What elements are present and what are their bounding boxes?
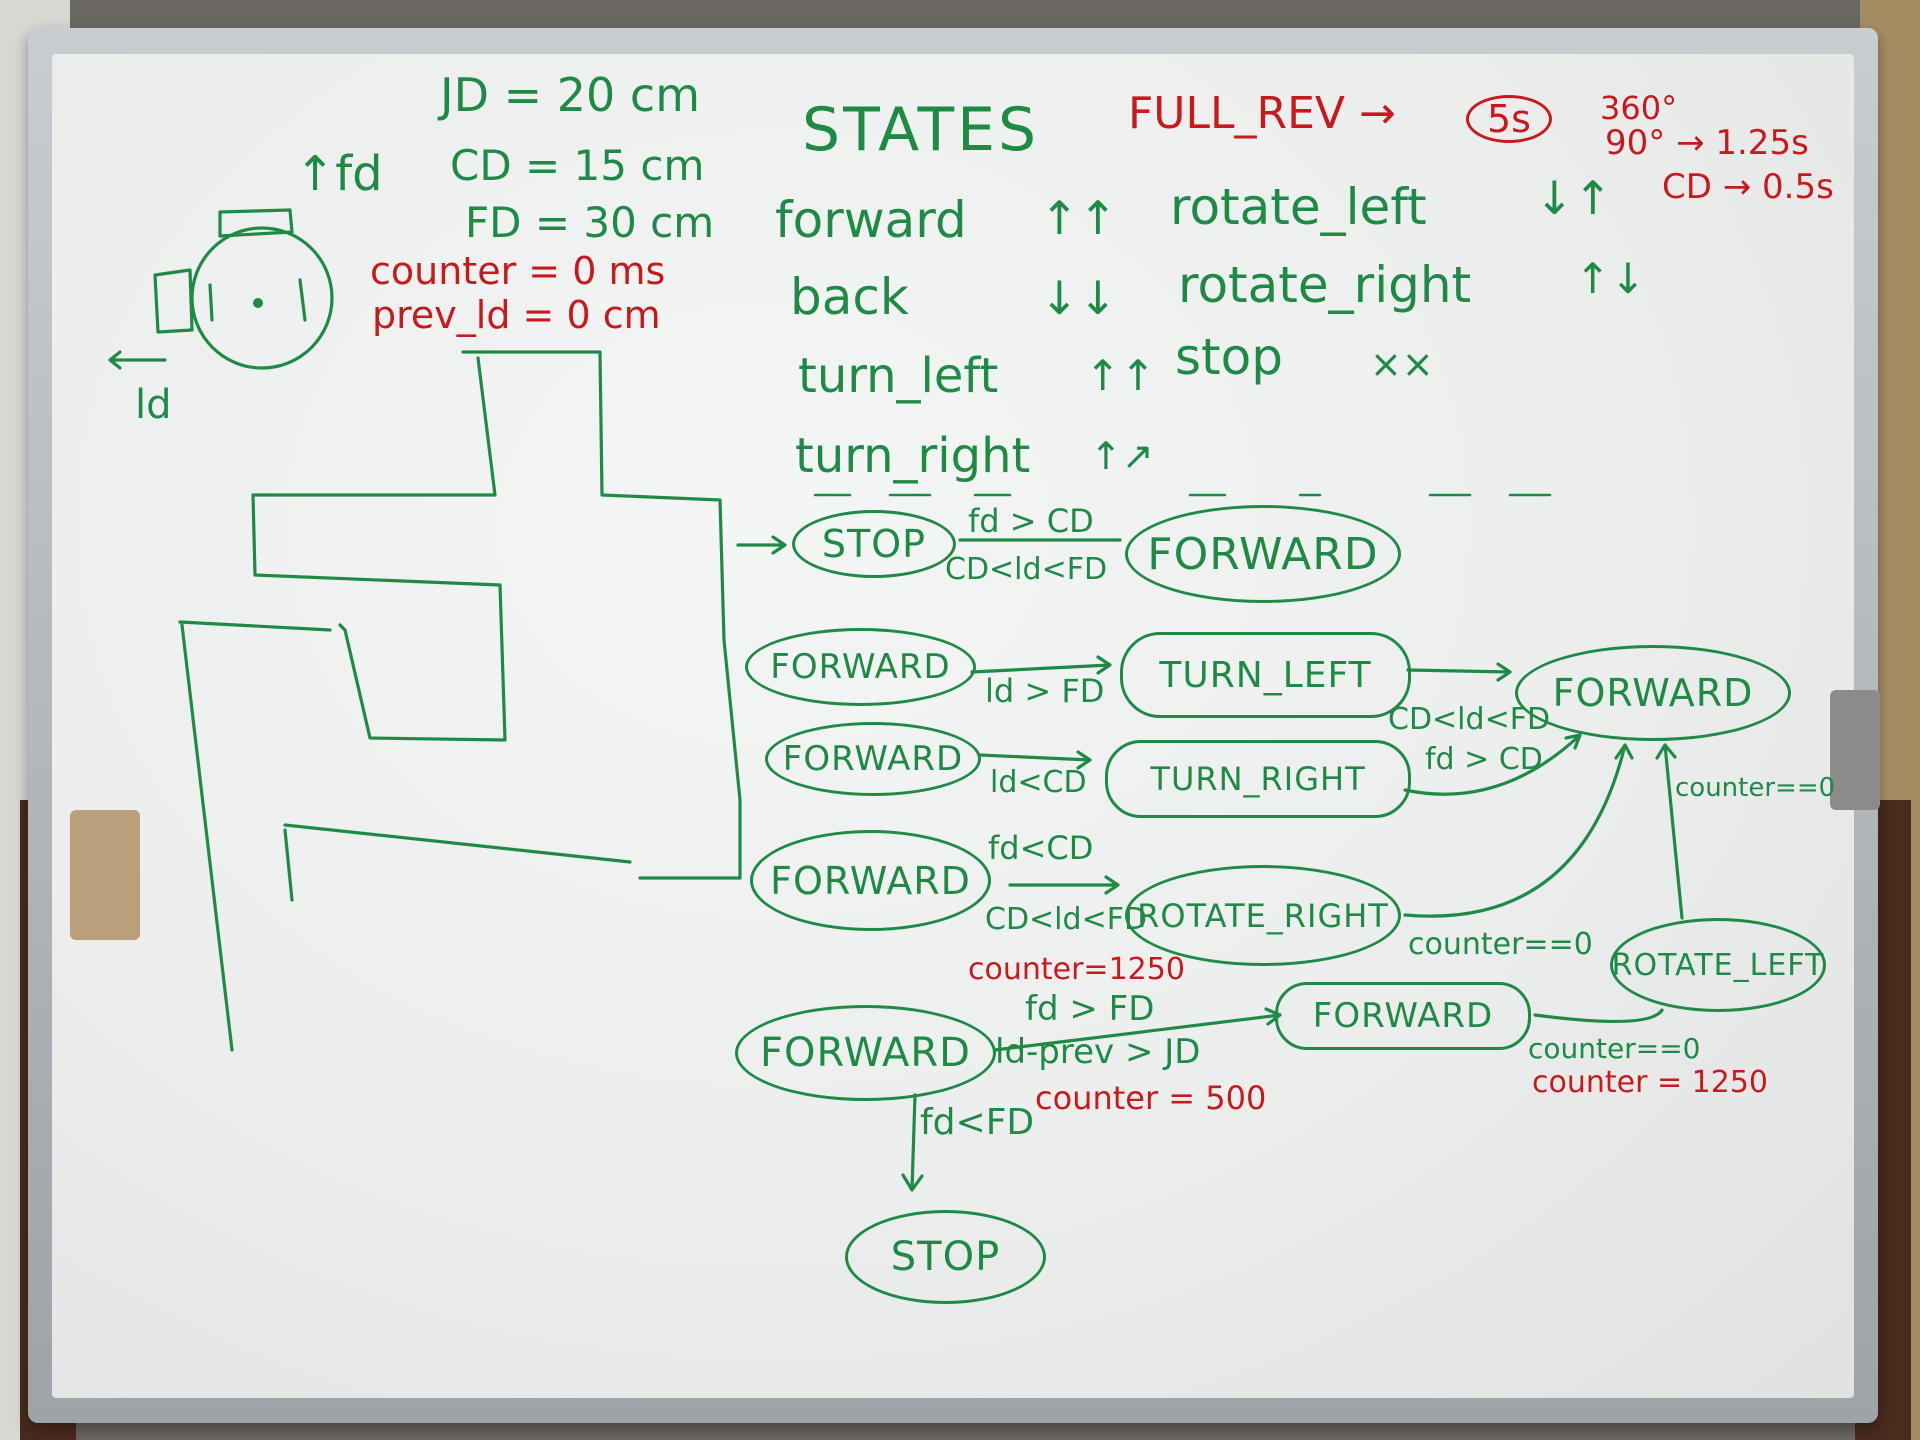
stand-clamp-right [1830, 690, 1880, 810]
cond-fd-lt-cd: fd<CD [988, 829, 1094, 867]
cond-fd-gt-fd: fd > FD [1025, 989, 1155, 1029]
state-turn-left-symbol: ↑↑ [1085, 351, 1156, 400]
cond-merge-cd-ld-fd: CD<ld<FD [1388, 702, 1551, 737]
state-back-symbol: ↓↓ [1040, 271, 1118, 325]
cd-note: CD = 15 cm [450, 141, 705, 190]
node-forward-2: FORWARD [745, 628, 976, 706]
cond-rotate-left-exit: counter==0 [1675, 773, 1836, 803]
deg90-note: 90° → 1.25s [1605, 123, 1809, 163]
set-counter-500: counter = 500 [1035, 1079, 1267, 1117]
state-turn-right: turn_right [795, 428, 1031, 484]
state-turn-right-symbol: ↑↗ [1090, 434, 1154, 478]
state-rotate-left: rotate_left [1170, 178, 1427, 236]
state-back: back [790, 268, 909, 326]
node-turn-left: TURN_LEFT [1120, 632, 1411, 718]
ld-label: ld [135, 382, 172, 428]
node-forward-4: FORWARD [750, 830, 991, 931]
node-turn-right: TURN_RIGHT [1105, 740, 1411, 818]
full-rev-note: FULL_REV → [1128, 88, 1396, 139]
robot-sketch [108, 208, 334, 370]
node-forward-3: FORWARD [765, 722, 981, 796]
stand-clamp-left [70, 810, 140, 940]
prev-ld-note: prev_ld = 0 cm [372, 293, 661, 337]
state-turn-left: turn_left [798, 348, 999, 404]
node-forward-1: FORWARD [1125, 505, 1401, 603]
cond-forward-exit: counter==0 [1528, 1032, 1701, 1065]
set-counter-1250: counter=1250 [968, 952, 1185, 987]
cond-fd-lt-fd: fd<FD [920, 1102, 1035, 1143]
maze-sketch [178, 350, 742, 1052]
cd-time-note: CD → 0.5s [1662, 167, 1834, 207]
node-rotate-right: ROTATE_RIGHT [1125, 865, 1401, 966]
cond-ld-prev-jd: ld-prev > JD [995, 1032, 1201, 1072]
cond-merge-fd-gt-cd: fd > CD [1425, 742, 1543, 777]
node-forward-merge: FORWARD [1515, 645, 1791, 741]
node-stop: STOP [792, 510, 956, 578]
full-rev-value: 5s [1466, 95, 1552, 143]
fd-note: FD = 30 cm [465, 198, 715, 247]
cond-fd-gt-cd: fd > CD [968, 502, 1094, 540]
set-counter-1250-b: counter = 1250 [1532, 1065, 1768, 1100]
state-stop: stop [1175, 328, 1283, 386]
cond-rotate-right-exit: counter==0 [1408, 927, 1593, 962]
state-rotate-right: rotate_right [1178, 256, 1472, 314]
node-forward-5: FORWARD [735, 1005, 996, 1101]
node-stop-final: STOP [845, 1210, 1046, 1304]
state-stop-symbol: ×× [1370, 342, 1434, 386]
cond-ld-lt-cd: ld<CD [990, 765, 1087, 800]
state-rotate-right-symbol: ↑↓ [1575, 254, 1646, 303]
jd-note: JD = 20 cm [440, 68, 701, 122]
transition-arrows [736, 493, 1684, 1192]
states-title: STATES [802, 95, 1040, 165]
node-rotate-left: ROTATE_LEFT [1610, 918, 1826, 1012]
counter-note: counter = 0 ms [370, 249, 666, 293]
cond-cd-ld-fd: CD<ld<FD [945, 552, 1108, 587]
node-forward-6: FORWARD [1275, 982, 1531, 1050]
state-rotate-left-symbol: ↓↑ [1535, 171, 1613, 225]
deg360-note: 360° [1600, 89, 1678, 127]
state-forward: forward [775, 191, 967, 249]
state-forward-symbol: ↑↑ [1040, 191, 1118, 245]
cond-ld-gt-fd: ld > FD [985, 672, 1105, 710]
cond-row4-cd-ld-fd: CD<ld<FD [985, 902, 1148, 937]
fd-arrow-note: ↑fd [295, 146, 383, 202]
